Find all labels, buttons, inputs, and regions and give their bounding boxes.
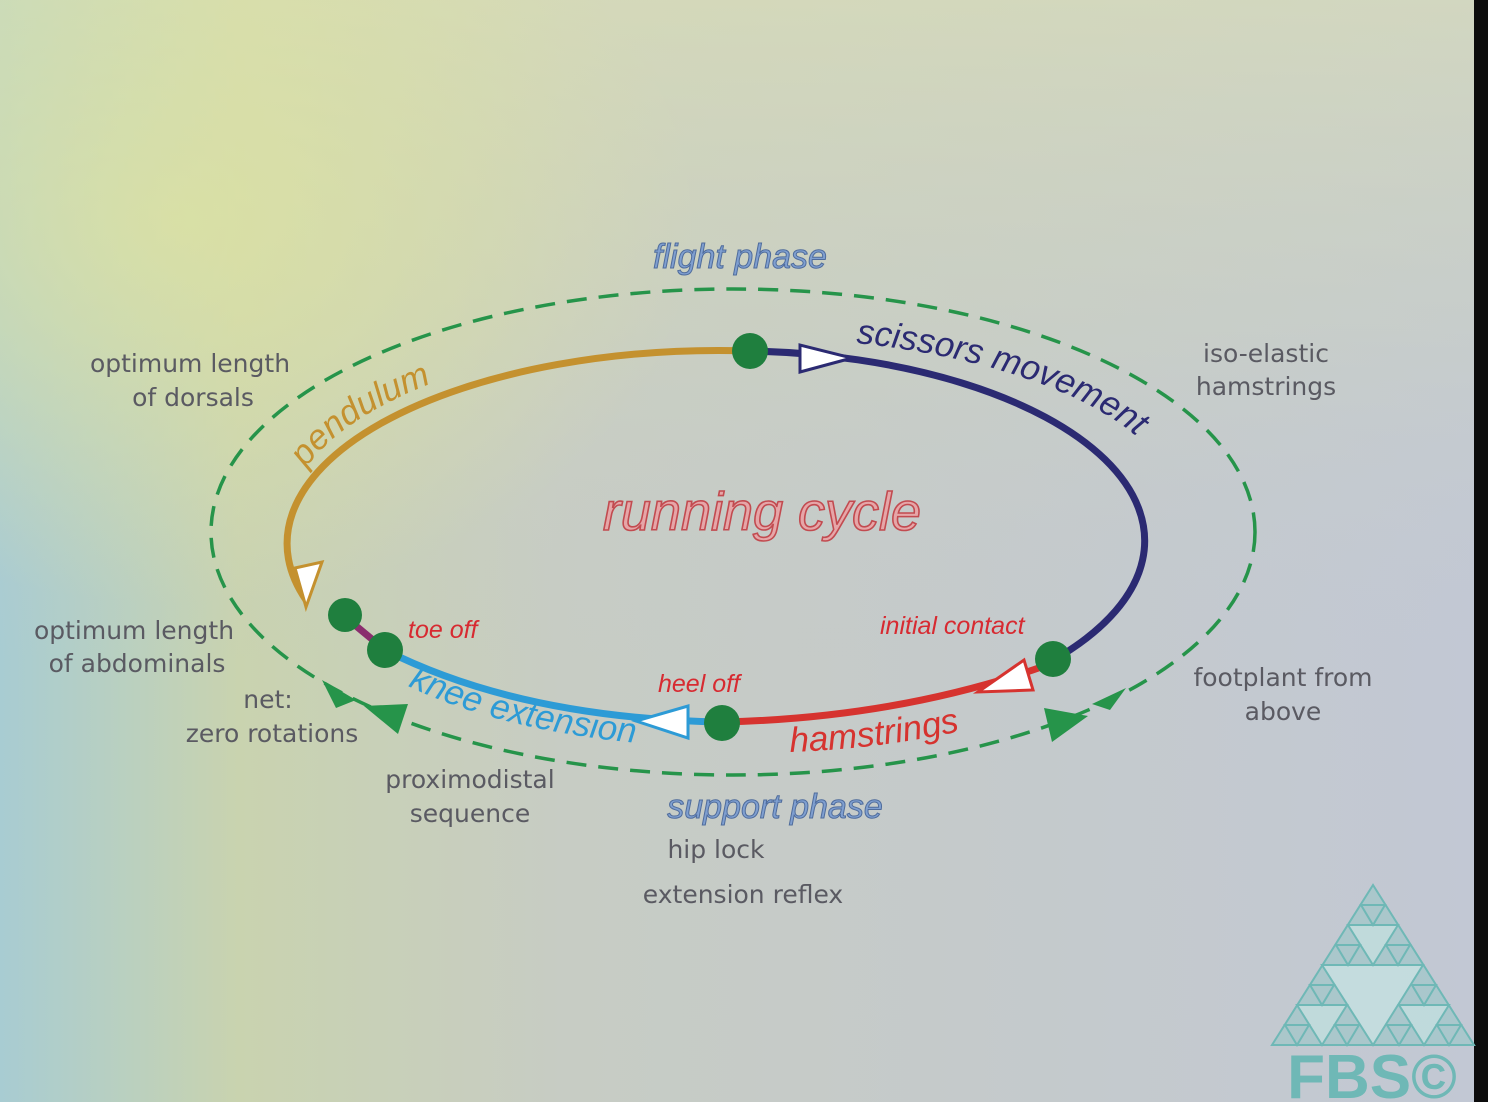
sierpinski-triangle-icon xyxy=(1270,883,1476,1047)
note-abdominals-line1: optimum length xyxy=(34,616,234,645)
scissors-arc xyxy=(749,347,1149,658)
hamstrings-arrow-icon xyxy=(972,657,1035,694)
note-iso-elastic-line2: hamstrings xyxy=(1196,372,1336,401)
note-proximodistal-line2: sequence xyxy=(410,799,530,828)
note-iso-elastic-line1: iso-elastic xyxy=(1203,339,1329,368)
scissors-label: scissors movement xyxy=(855,312,1157,443)
knee-arrow-icon xyxy=(630,704,690,741)
note-abdominals-line2: of abdominals xyxy=(49,649,226,678)
pendulum-arrow-icon xyxy=(293,559,325,612)
note-dorsals-line2: of dorsals xyxy=(132,383,254,412)
note-footplant-line1: footplant from xyxy=(1193,663,1372,692)
initial-contact-label: initial contact xyxy=(880,612,1026,640)
note-hip-lock: hip lock xyxy=(667,835,765,864)
pendulum-arc xyxy=(283,347,751,602)
support-phase-label: support phase xyxy=(667,788,883,826)
flight-phase-label: flight phase xyxy=(653,238,827,276)
ring-arrow-right-out-icon xyxy=(1044,708,1088,742)
heel-off-label: heel off xyxy=(658,670,743,698)
knee-extension-label: knee extension xyxy=(404,658,638,751)
node-pendulum-start xyxy=(328,598,362,632)
node-heel-off xyxy=(704,705,740,741)
note-net-line2: zero rotations xyxy=(186,719,359,748)
ring-arrow-right-in-icon xyxy=(1092,688,1126,710)
node-top xyxy=(732,333,768,369)
note-footplant-line2: above xyxy=(1245,697,1322,726)
diagram-title: running cycle xyxy=(603,482,921,542)
toe-off-label: toe off xyxy=(408,616,481,644)
fbs-logo-text: FBS© xyxy=(1287,1043,1457,1102)
note-extension-reflex: extension reflex xyxy=(643,880,843,909)
scissors-arrow-icon xyxy=(798,343,858,374)
fbs-logo: FBS© xyxy=(1270,883,1476,1102)
ring-arrow-left-out-icon xyxy=(364,704,408,734)
note-net-line1: net: xyxy=(243,685,292,714)
ring-arrow-left-in-icon xyxy=(322,680,356,708)
pendulum-label: pendulum xyxy=(281,355,435,474)
note-proximodistal-line1: proximodistal xyxy=(385,765,554,794)
node-initial-contact xyxy=(1035,641,1071,677)
node-toe-off xyxy=(367,632,403,668)
note-dorsals-line1: optimum length xyxy=(90,349,290,378)
dashed-outer-ring xyxy=(209,287,1257,777)
